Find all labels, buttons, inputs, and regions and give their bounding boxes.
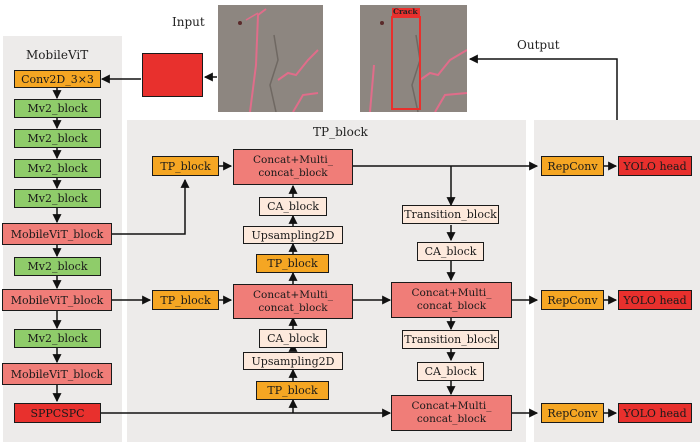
neck-ca-block-down2: CA_block — [417, 362, 484, 381]
neck-upsampling-up2: Upsampling2D — [243, 226, 343, 244]
neck-ca-block-down1: CA_block — [417, 242, 484, 261]
crack-photo-output — [360, 5, 467, 112]
tp-panel-title: TP_block — [313, 125, 368, 139]
detection-label: Crack — [393, 7, 418, 16]
backbone-conv2d: Conv2D_3×3 — [14, 70, 101, 88]
head-repconv: RepConv — [541, 290, 604, 310]
detection-label-bg — [392, 8, 420, 18]
neck-concat-top: Concat+Multi_ concat_block — [233, 149, 353, 185]
input-preprocess-box — [142, 53, 203, 97]
neck-concat-right2: Concat+Multi_ concat_block — [391, 395, 512, 431]
backbone-mobilevit-block: MobileViT_block — [2, 289, 112, 311]
head-repconv: RepConv — [541, 156, 604, 176]
neck-ca-block-up1: CA_block — [259, 329, 327, 348]
backbone-mv2-block: Mv2_block — [14, 329, 101, 348]
neck-ca-block-up2: CA_block — [259, 197, 327, 216]
backbone-mobilevit-block: MobileViT_block — [2, 363, 112, 385]
neck-transition-block-2: Transition_block — [402, 330, 499, 349]
output-image: Crack — [360, 5, 467, 112]
output-label: Output — [517, 38, 560, 52]
mobilevit-panel-title: MobileViT — [26, 48, 89, 62]
input-image — [218, 5, 323, 112]
backbone-sppcspc: SPPCSPC — [14, 403, 101, 423]
head-repconv: RepConv — [541, 403, 604, 423]
neck-transition-block-1: Transition_block — [402, 205, 499, 224]
input-label: Input — [172, 15, 205, 29]
neck-upsampling-up1: Upsampling2D — [243, 352, 343, 370]
backbone-mv2-block: Mv2_block — [14, 189, 101, 208]
neck-concat-mid: Concat+Multi_ concat_block — [233, 284, 353, 319]
neck-concat-right1: Concat+Multi_ concat_block — [391, 282, 512, 318]
backbone-mv2-block: Mv2_block — [14, 129, 101, 148]
backbone-mv2-block: Mv2_block — [14, 159, 101, 178]
backbone-mv2-block: Mv2_block — [14, 257, 101, 276]
backbone-mobilevit-block: MobileViT_block — [2, 223, 112, 245]
neck-tp-block-up2: TP_block — [256, 254, 329, 273]
neck-tp-block-up1: TP_block — [256, 381, 329, 400]
neck-tp-block-mid: TP_block — [152, 290, 219, 310]
head-yolo-head: YOLO head — [618, 156, 692, 176]
head-yolo-head: YOLO head — [618, 403, 692, 423]
crack-photo-input — [218, 5, 323, 112]
neck-tp-block-top: TP_block — [152, 156, 219, 176]
arrow-output — [468, 54, 618, 120]
backbone-mv2-block: Mv2_block — [14, 99, 101, 118]
head-yolo-head: YOLO head — [618, 290, 692, 310]
